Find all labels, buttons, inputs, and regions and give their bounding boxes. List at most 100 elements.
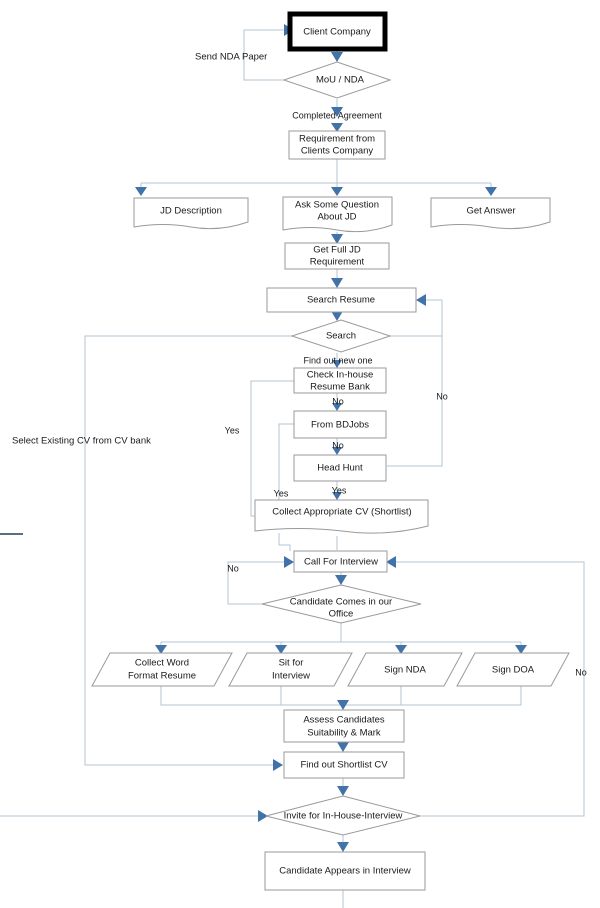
node-assess-candidates[interactable]: Assess Candidates Suitability & Mark (283, 709, 405, 743)
node-sign-doa-label: Sign DOA (492, 665, 535, 676)
node-collect-word-resume-label-1: Collect Word (135, 658, 189, 669)
label-yes-search-left: Yes (225, 425, 240, 435)
node-mou-nda-label: MoU / NDA (316, 75, 365, 86)
edge-collectcv-down (278, 533, 291, 551)
node-client-company-shape (287, 11, 388, 52)
node-find-shortlist-cv[interactable]: Find out Shortlist CV (283, 751, 405, 779)
node-find-shortlist-cv-label: Find out Shortlist CV (300, 760, 388, 771)
arrow-into-call-right (386, 556, 396, 568)
node-search[interactable]: Search (290, 319, 392, 353)
label-no-search-right: No (436, 391, 448, 401)
node-assess-candidates-shape (283, 709, 405, 743)
node-call-for-interview-shape (293, 550, 388, 573)
label-no-call-interview: No (227, 563, 239, 573)
node-candidate-appears-label: Candidate Appears in Interview (279, 866, 411, 877)
node-jd-description[interactable]: JD Description (133, 197, 249, 230)
node-check-inhouse[interactable]: Check In-house Resume Bank (293, 367, 387, 394)
node-invite-inhouse-shape (265, 795, 421, 836)
arrow-to-getfulljd (331, 234, 343, 244)
node-assess-candidates-label-2: Suitability & Mark (307, 728, 381, 739)
node-ask-question-label-1: Ask Some Question (295, 200, 379, 211)
edge-no-return-searchresume (420, 299, 443, 336)
node-mou-nda[interactable]: MoU / NDA (282, 61, 392, 99)
node-from-bdjobs[interactable]: From BDJobs (293, 410, 387, 439)
node-requirement-label-1: Requirement from (299, 134, 375, 145)
arrow-to-invite (337, 786, 349, 796)
node-search-label: Search (326, 331, 356, 342)
node-sit-for-interview-label-2: Interview (272, 671, 310, 682)
arrowhead-layer (135, 24, 527, 852)
node-sign-doa[interactable]: Sign DOA (456, 652, 570, 687)
node-get-full-jd[interactable]: Get Full JD Requirement (284, 242, 390, 270)
arrow-to-search (331, 311, 343, 321)
edge-select-existing-cv (84, 335, 292, 766)
node-get-answer[interactable]: Get Answer (430, 197, 551, 230)
node-assess-candidates-label-1: Assess Candidates (303, 715, 385, 726)
node-client-company[interactable]: Client Company (287, 11, 388, 52)
node-get-full-jd-shape (284, 242, 390, 270)
arrow-to-assess (337, 700, 349, 710)
node-candidate-comes-label-2: Office (329, 609, 354, 620)
node-search-resume-label: Search Resume (307, 295, 375, 306)
node-ask-question-shape (282, 196, 393, 233)
node-collect-cv[interactable]: Collect Appropriate CV (Shortlist) (254, 499, 429, 534)
arrow-to-candidate (335, 575, 347, 585)
edge-candidate-no-to-call (227, 561, 290, 605)
arrow-no-into-searchresume (416, 294, 426, 306)
node-head-hunt[interactable]: Head Hunt (293, 454, 387, 482)
node-candidate-comes[interactable]: Candidate Comes in our Office (261, 584, 422, 624)
node-sit-for-interview-label-1: Sit for (279, 658, 304, 669)
arrow-client-to-mou (331, 52, 343, 62)
label-send-nda-paper: Send NDA Paper (195, 52, 267, 63)
node-invite-inhouse[interactable]: Invite for In-House-Interview (265, 795, 421, 836)
node-collect-cv-shape (254, 499, 429, 534)
node-find-shortlist-cv-shape (283, 751, 405, 779)
label-select-existing-cv: Select Existing CV from CV bank (12, 436, 151, 447)
node-requirement-label-2: Clients Company (301, 146, 374, 157)
arrow-to-searchresume (331, 278, 343, 288)
node-from-bdjobs-shape (293, 410, 387, 439)
node-search-resume-shape (266, 287, 417, 313)
label-yes-bdjobs-left: Yes (274, 488, 289, 498)
node-collect-word-resume-label-2: Format Resume (128, 671, 196, 682)
node-search-resume[interactable]: Search Resume (266, 287, 417, 313)
node-collect-word-resume-shape (91, 652, 233, 687)
arrow-to-sign-doa (515, 645, 527, 654)
label-yes-headhunt: Yes (332, 485, 347, 495)
node-candidate-appears[interactable]: Candidate Appears in Interview (264, 851, 426, 891)
node-check-inhouse-label-1: Check In-house (307, 370, 374, 381)
node-get-answer-label: Get Answer (466, 206, 515, 217)
label-no-bdjobs: No (332, 440, 344, 450)
node-candidate-comes-shape (261, 584, 422, 624)
node-sign-doa-shape (456, 652, 570, 687)
node-ask-question[interactable]: Ask Some Question About JD (282, 196, 393, 233)
node-sign-nda-shape (347, 652, 463, 687)
arrow-to-requirement (331, 123, 343, 132)
arrow-to-jd-description (135, 187, 147, 196)
label-completed-agreement: Completed Agreement (292, 110, 382, 120)
arrow-into-findshortlist-left (273, 759, 283, 771)
node-client-company-label: Client Company (303, 27, 371, 38)
arrow-to-headhunt (332, 447, 342, 455)
node-requirement-shape (288, 130, 386, 160)
node-call-for-interview[interactable]: Call For Interview (293, 550, 388, 573)
node-get-full-jd-label-1: Get Full JD (313, 245, 361, 256)
arrow-mou-down (331, 107, 343, 117)
node-ask-question-label-2: About JD (317, 212, 356, 223)
arrow-into-invite-left (258, 810, 268, 822)
arrow-to-ask-question (331, 187, 343, 196)
node-requirement[interactable]: Requirement from Clients Company (288, 130, 386, 160)
arrow-to-checkinhouse (332, 360, 342, 368)
node-head-hunt-shape (293, 454, 387, 482)
node-collect-word-resume[interactable]: Collect Word Format Resume (91, 652, 233, 687)
node-sit-for-interview[interactable]: Sit for Interview (228, 652, 353, 687)
node-jd-description-label: JD Description (160, 206, 222, 217)
node-mou-nda-shape (282, 61, 392, 99)
node-sign-nda-label: Sign NDA (384, 665, 426, 676)
arrow-to-collectcv (332, 492, 342, 500)
node-sign-nda[interactable]: Sign NDA (347, 652, 463, 687)
arrow-to-sit-interview (275, 645, 287, 654)
edge-send-nda-loop (243, 29, 290, 81)
